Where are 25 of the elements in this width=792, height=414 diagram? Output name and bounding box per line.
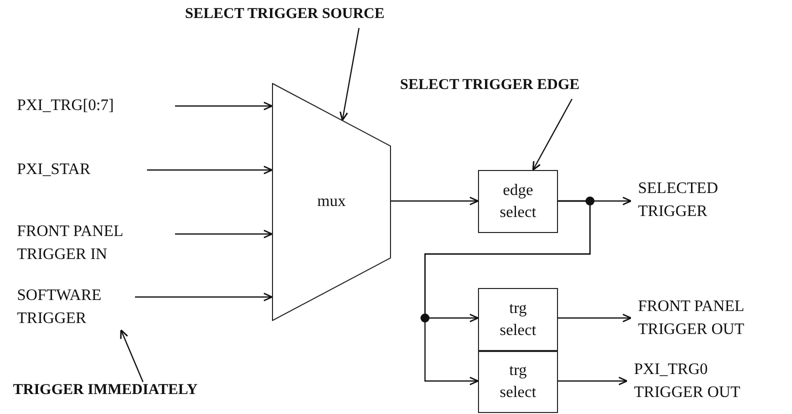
process-box: trg select <box>478 351 558 413</box>
output-label: PXI_TRG0 TRIGGER OUT <box>627 358 761 404</box>
output-label: FRONT PANEL TRIGGER OUT <box>631 295 761 341</box>
annotation-text: TRIGGER IMMEDIATELY <box>13 382 223 404</box>
leader-arrow <box>340 28 360 122</box>
arrow <box>391 196 479 206</box>
signal-label: FRONT PANEL TRIGGER IN <box>17 220 175 266</box>
annotation-text: SELECT TRIGGER SOURCE <box>185 6 391 28</box>
signal-label: PXI_TRG[0:7] <box>17 94 175 118</box>
arrow <box>175 230 273 238</box>
annotation-text: SELECT TRIGGER EDGE <box>400 77 580 99</box>
leader-arrow <box>120 329 144 382</box>
signal-label: SOFTWARE TRIGGER <box>17 284 135 330</box>
process-box: trg select <box>478 288 558 351</box>
arrow <box>424 200 591 386</box>
arrow <box>147 166 273 174</box>
output-label: SELECTED TRIGGER <box>631 177 761 223</box>
block-label: mux <box>317 193 346 211</box>
leader-arrow <box>532 98 573 171</box>
process-box: edge select <box>478 170 558 233</box>
arrow <box>558 314 632 322</box>
arrow <box>135 292 273 302</box>
arrow <box>175 102 273 110</box>
arrow <box>558 376 628 386</box>
signal-label: PXI_STAR <box>17 158 147 182</box>
